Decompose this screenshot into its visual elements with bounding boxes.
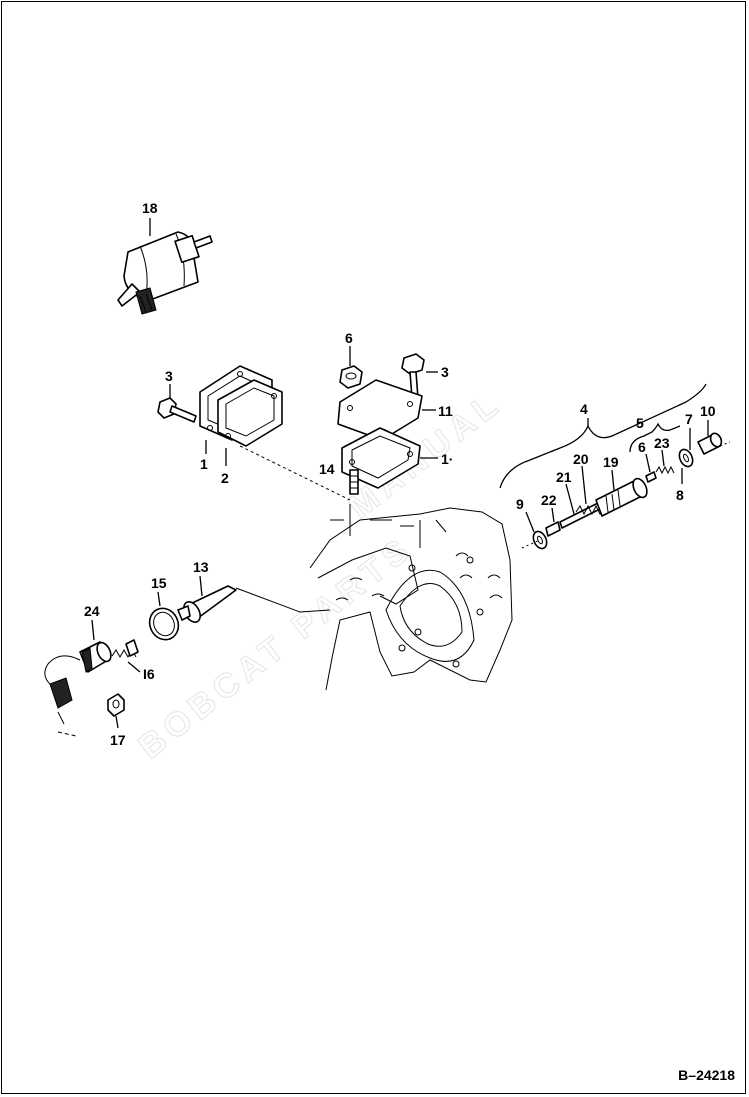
label-13: 13 (193, 559, 209, 575)
label-15: 15 (151, 575, 167, 591)
label-4: 4 (580, 401, 588, 417)
gasket-12 (341, 427, 438, 489)
label-22: 22 (541, 492, 557, 508)
reference-code: B–24218 (678, 1067, 735, 1083)
solenoid-18 (117, 218, 213, 315)
spring-16 (111, 639, 141, 673)
nut-17 (107, 693, 125, 729)
watermark: BOBCAT PARTS MANUAL (131, 383, 510, 767)
label-17: 17 (110, 732, 126, 748)
part-6-small (645, 453, 657, 483)
label-23: 23 (654, 435, 670, 451)
label-6-top: 6 (345, 330, 353, 346)
label-8: 8 (676, 487, 684, 503)
label-12: 1· (441, 451, 453, 467)
part-19-body (595, 469, 648, 517)
label-1: 1 (200, 456, 208, 472)
label-20: 20 (573, 451, 589, 467)
part-22 (545, 507, 561, 537)
label-5: 5 (636, 415, 644, 431)
part-labels: 18 3 1 2 6 3 11 1· 14 4 5 7 10 23 6 19 2… (84, 200, 716, 748)
nut-6-top (339, 346, 363, 389)
label-2: 2 (221, 470, 229, 486)
engine-block (309, 504, 513, 691)
sensor-24 (44, 619, 112, 737)
label-19: 19 (603, 454, 619, 470)
label-7: 7 (685, 411, 693, 427)
label-16: I6 (143, 666, 155, 682)
assembly-4-bracket (499, 383, 707, 489)
stud-14 (349, 469, 359, 495)
o-ring-15 (148, 591, 180, 641)
label-11: 11 (438, 403, 453, 419)
label-3-left: 3 (165, 368, 173, 384)
shaft-13 (177, 575, 331, 623)
part-20-spring (575, 465, 605, 516)
label-3-top: 3 (441, 364, 449, 380)
part-9 (525, 511, 548, 550)
gasket-2 (217, 379, 283, 447)
label-24: 24 (84, 603, 100, 619)
label-14: 14 (319, 461, 335, 477)
label-6-small: 6 (638, 439, 646, 455)
label-10: 10 (700, 403, 716, 419)
part-10-cap (697, 420, 723, 455)
part-8-nut (678, 448, 694, 484)
label-9: 9 (516, 496, 524, 512)
bolt-3-left (157, 384, 197, 423)
label-21: 21 (556, 469, 572, 485)
sub-assembly-5-bracket (629, 422, 681, 453)
label-18: 18 (142, 200, 158, 216)
plate-11 (337, 379, 436, 441)
svg-text:BOBCAT PARTS: BOBCAT PARTS (132, 529, 421, 766)
part-23-spring (655, 449, 675, 475)
